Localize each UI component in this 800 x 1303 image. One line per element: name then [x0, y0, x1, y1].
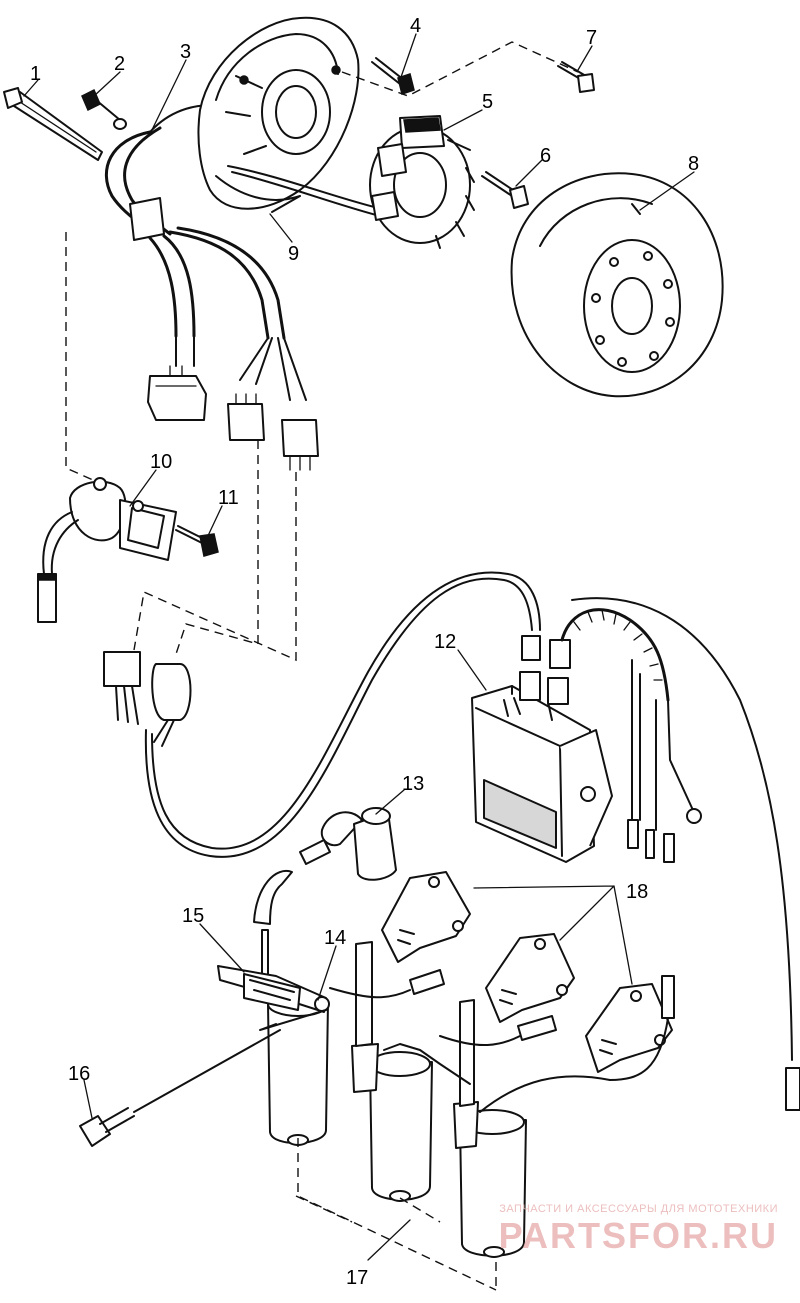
part-cdi-wiring	[560, 597, 800, 1111]
callout-17: 17	[346, 1267, 368, 1289]
part-mounting-plate-1	[381, 871, 471, 963]
callout-10: 10	[150, 451, 172, 473]
callout-18: 18	[626, 881, 648, 903]
callout-leaders	[23, 33, 695, 1261]
callout-7: 7	[586, 27, 597, 49]
callout-12: 12	[434, 631, 456, 653]
part-screw-11	[175, 525, 219, 557]
part-cable-tie	[3, 87, 103, 161]
callout-3: 3	[180, 41, 191, 63]
part-lower-connectors	[103, 651, 192, 747]
part-wiring-harness	[104, 104, 319, 471]
watermark-brand: PARTSFOR.RU	[498, 1215, 778, 1256]
part-coil-bracket	[217, 965, 330, 1031]
callout-2: 2	[114, 53, 125, 75]
part-cdi-module	[471, 635, 613, 863]
part-bracket-10	[37, 477, 177, 623]
callout-1: 1	[30, 63, 41, 85]
watermark: ЗАПЧАСТИ И АКСЕССУАРЫ ДЛЯ МОТОТЕХНИКИ PA…	[499, 1203, 778, 1257]
callout-11: 11	[218, 487, 239, 509]
part-spark-plug-cap	[299, 807, 397, 881]
part-bolt-16	[79, 1029, 281, 1147]
callout-9: 9	[288, 243, 299, 265]
part-mounting-plate-2	[485, 933, 575, 1023]
callout-16: 16	[68, 1063, 90, 1085]
watermark-tagline: ЗАПЧАСТИ И АКСЕССУАРЫ ДЛЯ МОТОТЕХНИКИ	[499, 1203, 778, 1215]
callout-5: 5	[482, 91, 493, 113]
part-screw-7	[557, 61, 595, 93]
part-screw-4	[371, 57, 415, 95]
part-flywheel	[510, 172, 724, 398]
callout-14: 14	[324, 927, 346, 949]
part-screw-6	[481, 171, 529, 209]
callout-15: 15	[182, 905, 204, 927]
callout-6: 6	[540, 145, 551, 167]
part-ignition-coil-middle	[351, 1043, 433, 1202]
part-ignition-coil-left	[267, 991, 329, 1146]
part-screw-2	[81, 88, 127, 130]
part-stator-coil	[369, 115, 475, 249]
part-stator-plate	[197, 16, 360, 213]
callout-4: 4	[410, 15, 421, 37]
part-mounting-plate-3	[585, 983, 673, 1073]
callout-8: 8	[688, 153, 699, 175]
part-ignition-coil-right	[453, 1101, 527, 1258]
callout-13: 13	[402, 773, 424, 795]
